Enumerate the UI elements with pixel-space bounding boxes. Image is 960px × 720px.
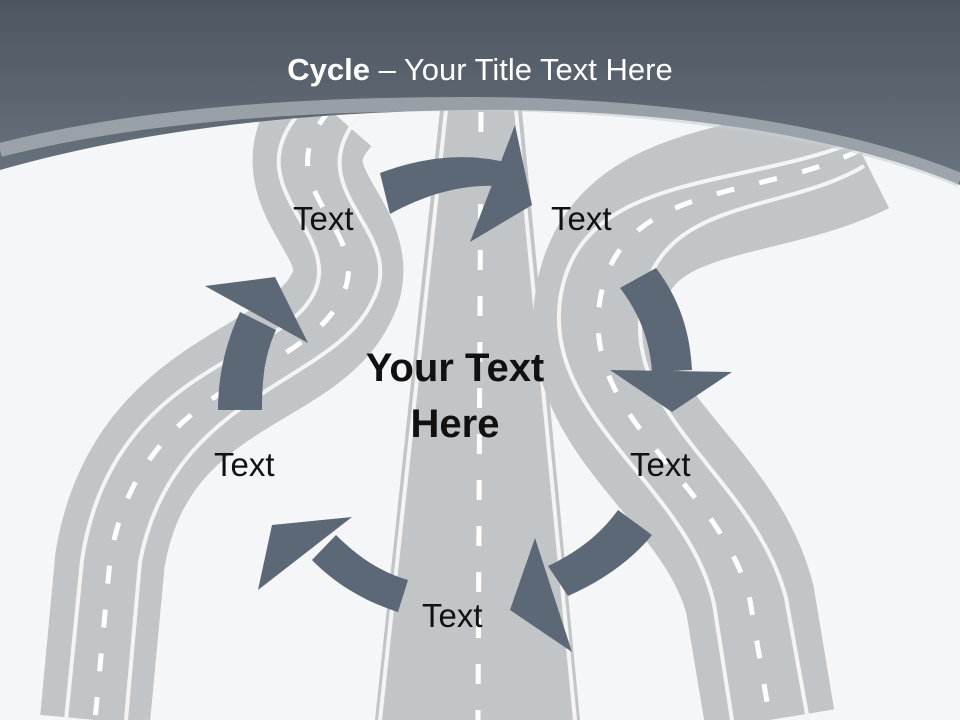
header-band-highlight: [0, 96, 960, 187]
cycle-arrow-bottom-left: [258, 517, 408, 612]
center-text-line2: Here: [410, 402, 500, 446]
cycle-arrow-bottom-right: [510, 510, 652, 652]
center-text-line1: Your Text: [365, 346, 545, 390]
cycle-label-bottom: Text: [422, 597, 483, 634]
slide-title: Cycle – Your Title Text Here: [0, 52, 960, 88]
header-band: [0, 0, 960, 185]
cycle-label-right: Text: [630, 446, 691, 483]
center-text: Your Text Here: [330, 340, 580, 452]
cycle-arrow-left: [205, 277, 308, 410]
cycle-arrow-right: [610, 268, 732, 412]
title-bold: Cycle: [287, 52, 370, 87]
cycle-label-left: Text: [214, 446, 275, 483]
cycle-arrow-top: [380, 125, 532, 242]
road-left: [40, 73, 404, 720]
cycle-label-top-left: Text: [293, 200, 354, 237]
title-rest: – Your Title Text Here: [370, 52, 673, 87]
cycle-label-top-right: Text: [551, 200, 612, 237]
